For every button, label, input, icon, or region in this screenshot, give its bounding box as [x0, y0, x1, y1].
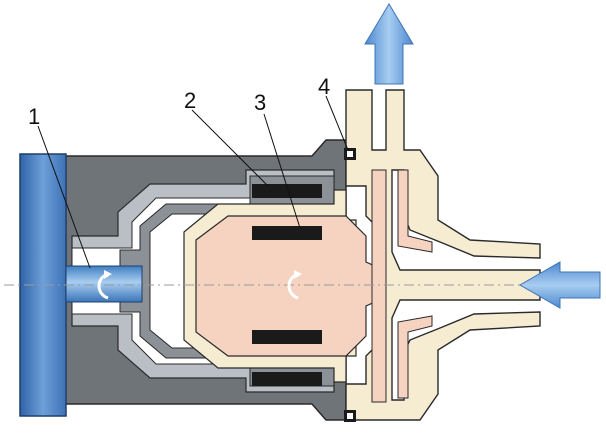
- inner-magnet-bottom: [252, 330, 322, 344]
- label-2: 2: [184, 88, 196, 113]
- leader-line-3: [263, 113, 301, 229]
- rotation-arrow-icon: [287, 270, 302, 300]
- impeller-blade-upper: [397, 169, 433, 253]
- label-4: 4: [318, 74, 330, 99]
- flow-out-arrow-icon: [364, 3, 414, 85]
- label-1: 1: [28, 104, 40, 129]
- leader-line-1: [37, 125, 91, 269]
- seal-bottom-inner: [347, 413, 353, 419]
- leader-line-2: [191, 109, 269, 187]
- impeller-blade-left: [371, 169, 387, 403]
- inner-magnet-top: [252, 226, 322, 240]
- impeller-blade-lower: [397, 315, 433, 399]
- label-3: 3: [254, 90, 266, 115]
- outer-magnet-bottom: [252, 372, 322, 386]
- rotation-arrow-icon: [97, 270, 112, 300]
- seal-top-inner: [347, 151, 353, 157]
- flow-in-arrow-icon: [518, 261, 601, 309]
- outer-magnet-top: [252, 184, 322, 198]
- leader-line-4: [325, 95, 349, 151]
